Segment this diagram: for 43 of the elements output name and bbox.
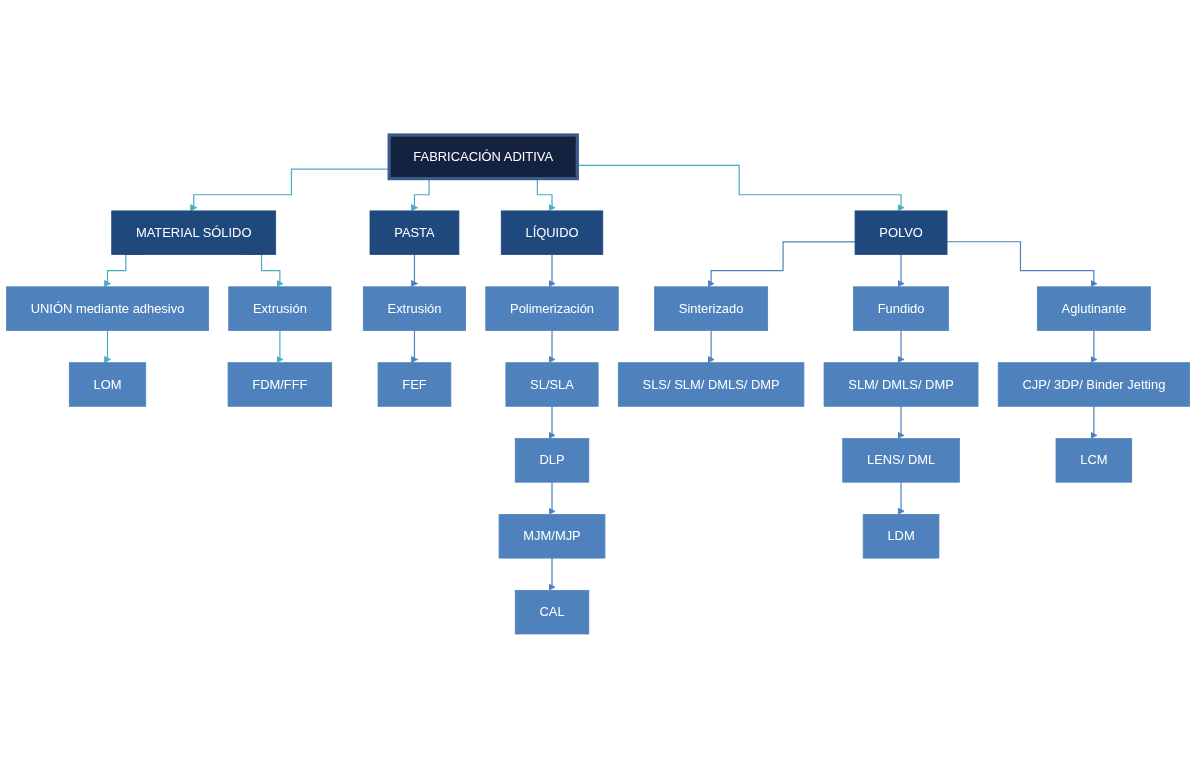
node-box: POLVO <box>854 210 948 255</box>
node-box: LDM <box>862 514 940 559</box>
node-box: Fundido <box>853 286 950 331</box>
node-box: CAL <box>514 589 590 635</box>
node-box: SLM/ DMLS/ DMP <box>823 362 979 407</box>
arrow <box>897 253 905 288</box>
node-box: LENS/ DML <box>842 438 960 483</box>
arrow <box>707 241 856 288</box>
node-box: Extrusión <box>228 286 332 331</box>
node-box: MJM/MJP <box>498 514 606 559</box>
arrow <box>548 253 556 288</box>
node-box: LCM <box>1055 438 1133 483</box>
arrow <box>707 329 715 363</box>
node-box: CJP/ 3DP/ Binder Jetting <box>997 362 1190 407</box>
node-box: LOM <box>68 362 147 407</box>
arrow <box>410 253 418 288</box>
node-box: MATERIAL SÓLIDO <box>111 210 277 255</box>
node-box: Aglutinante <box>1036 286 1151 331</box>
arrow <box>946 241 1098 288</box>
arrow <box>897 481 905 515</box>
arrow <box>548 481 556 515</box>
arrow <box>548 329 556 363</box>
node-box: Extrusión <box>362 286 466 331</box>
arrow <box>897 329 905 363</box>
node-box: FEF <box>377 362 452 407</box>
node-box: SL/SLA <box>505 362 599 407</box>
node-box: LÍQUIDO <box>500 210 604 255</box>
node-box: Sinterizado <box>654 286 769 331</box>
arrow <box>103 329 112 363</box>
arrow <box>548 405 556 439</box>
arrow <box>548 557 556 591</box>
node-box: Polimerización <box>485 286 619 331</box>
node-box: SLS/ SLM/ DMLS/ DMP <box>617 362 805 407</box>
arrow <box>276 329 284 363</box>
arrow <box>410 329 418 363</box>
node-box: FDM/FFF <box>227 362 333 407</box>
arrow <box>1090 329 1098 363</box>
node-box: FABRICACIÓN ADITIVA <box>387 133 579 181</box>
node-box: DLP <box>514 438 590 483</box>
node-box: PASTA <box>369 210 460 255</box>
node-box: UNIÓN mediante adhesivo <box>6 286 209 331</box>
arrow <box>1090 405 1098 439</box>
arrow <box>897 405 905 439</box>
